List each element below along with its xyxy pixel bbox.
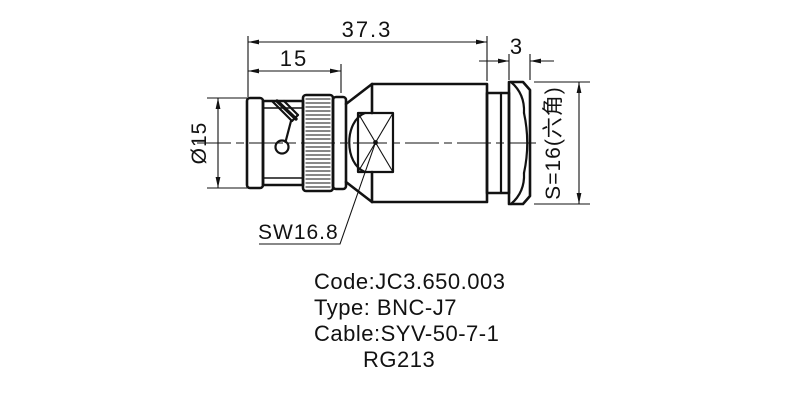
note-type: Type: BNC-J7 xyxy=(314,295,457,320)
arrowhead xyxy=(215,177,221,188)
note-code: Code:JC3.650.003 xyxy=(314,269,505,294)
hex-nut xyxy=(507,80,532,206)
arrowhead xyxy=(330,68,341,74)
dimension-overall-length: 37.3 xyxy=(247,17,488,97)
arrowhead xyxy=(498,58,509,64)
arrowhead xyxy=(576,193,582,204)
knurled-ring xyxy=(301,93,335,193)
note-cable-alt: RG213 xyxy=(363,347,435,372)
dimension-hex-thickness: 3 xyxy=(479,34,554,80)
notes-block: Code:JC3.650.003 Type: BNC-J7 Cable:SYV-… xyxy=(314,269,505,372)
wrench-size-label: SW16.8 xyxy=(258,221,339,244)
arrowhead xyxy=(248,39,259,45)
transition-cone xyxy=(344,82,374,204)
bayonet-slot xyxy=(270,99,300,155)
note-cable: Cable:SYV-50-7-1 xyxy=(314,321,499,346)
wrench-size-callout: SW16.8 xyxy=(258,142,377,245)
arrowhead xyxy=(248,68,259,74)
dim-hex-across-flats-label: S=16(六角) xyxy=(542,86,565,200)
rear-collar xyxy=(331,95,348,191)
dim-hex-thickness-label: 3 xyxy=(510,34,524,59)
dimension-hex-across-flats: S=16(六角) xyxy=(534,81,590,205)
arrowhead xyxy=(476,39,487,45)
arrowhead xyxy=(215,98,221,109)
dimension-plug-diameter: Ø15 xyxy=(188,97,252,189)
dim-overall-length-label: 37.3 xyxy=(342,17,393,42)
dim-plug-diameter-label: Ø15 xyxy=(188,122,211,165)
arrowhead xyxy=(530,58,541,64)
dimension-plug-length: 15 xyxy=(248,46,342,93)
arrowhead xyxy=(576,82,582,93)
dim-plug-length-label: 15 xyxy=(280,46,308,71)
